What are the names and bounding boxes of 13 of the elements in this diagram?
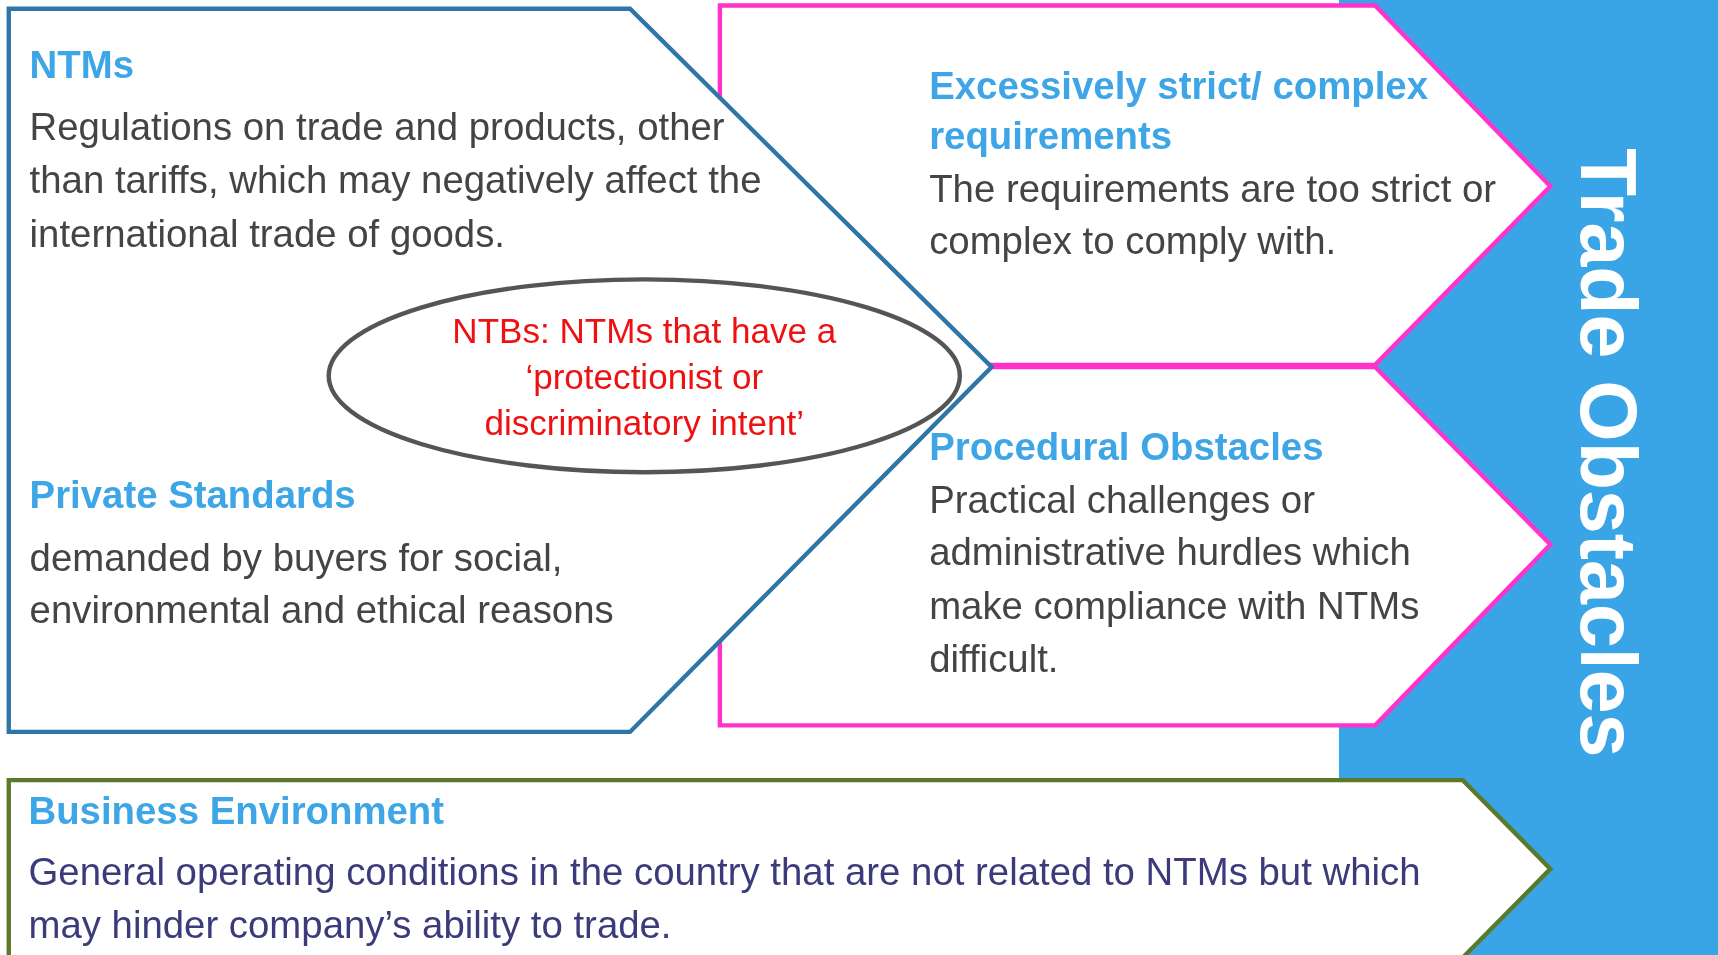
vertical-title: Trade Obstacles xyxy=(1569,147,1648,758)
heading: Excessively strict/ complex requirements xyxy=(929,62,1429,159)
heading: Private Standards xyxy=(29,472,357,519)
description: Regulations on trade and products, other than tariffs, which may negatively affect the international trade of goods. xyxy=(29,104,763,257)
chevron-panel xyxy=(8,780,1554,955)
description: demanded by buyers for social, environmental and ethical reasons xyxy=(29,534,615,634)
heading: Procedural Obstacles xyxy=(929,424,1325,470)
description: Practical challenges or administrative hurdles which make compliance with NTMs difficult. xyxy=(929,476,1421,682)
description: General operating conditions in the country that are not related to NTMs but which may hinder company’s ability to trade. xyxy=(28,849,1422,948)
heading: NTMs xyxy=(29,41,135,88)
heading: Business Environment xyxy=(28,787,446,834)
callout-text: NTBs: NTMs that have a ‘protectionist or discriminatory intent’ xyxy=(451,310,838,446)
description: The requirements are too strict or complex to comply with. xyxy=(929,165,1498,265)
